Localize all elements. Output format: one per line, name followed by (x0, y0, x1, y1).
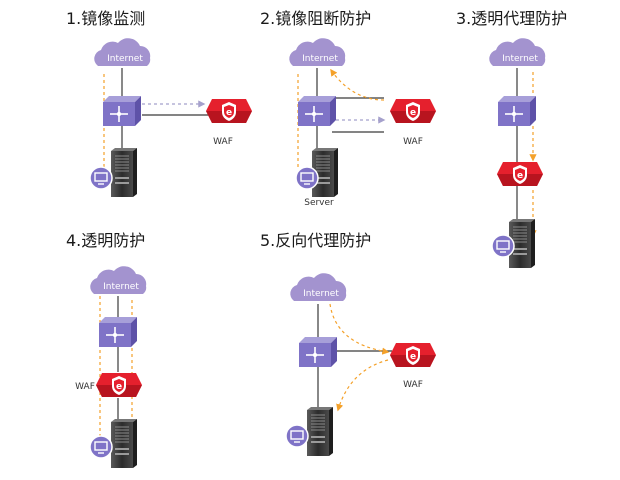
monitor-icon (89, 435, 113, 459)
network-switch-icon (103, 96, 141, 126)
internet-label: Internet (303, 289, 339, 299)
panel-title-transparent-protection: 4.透明防护 (66, 231, 146, 250)
monitor-icon (491, 234, 515, 258)
internet-label: Internet (103, 282, 139, 292)
internet-cloud-icon: Internet (94, 38, 151, 66)
panel-title-transparent-proxy: 3.透明代理防护 (456, 9, 568, 28)
reverse-flow-in (329, 303, 390, 355)
network-switch-icon (99, 317, 137, 347)
server-tower-icon (111, 148, 137, 197)
server-tower-icon (312, 148, 338, 197)
waf-e-glyph: e (116, 382, 122, 392)
waf-label: WAF (403, 137, 423, 147)
waf-shield-icon: e (390, 99, 436, 123)
waf-shield-icon: e (96, 373, 142, 397)
network-switch-icon (299, 337, 337, 367)
monitor-icon (89, 166, 113, 190)
waf-e-glyph: e (410, 352, 416, 362)
waf-label: WAF (75, 382, 95, 392)
internet-label: Internet (302, 54, 338, 64)
waf-e-glyph: e (226, 108, 232, 118)
internet-cloud-icon: Internet (290, 273, 347, 301)
block-flow (330, 68, 385, 101)
waf-e-glyph: e (517, 171, 523, 181)
server-tower-icon (509, 219, 535, 268)
server-label: Server (304, 198, 334, 208)
waf-shield-icon: e (206, 99, 252, 123)
waf-label: WAF (213, 137, 233, 147)
internet-cloud-icon: Internet (489, 38, 546, 66)
panel-title-mirror-monitoring: 1.镜像监测 (66, 9, 146, 28)
waf-e-glyph: e (410, 108, 416, 118)
internet-cloud-icon: Internet (289, 38, 346, 66)
monitor-icon (295, 166, 319, 190)
waf-shield-icon: e (390, 343, 436, 367)
reverse-flow-out (336, 359, 389, 412)
network-switch-icon (498, 96, 536, 126)
internet-label: Internet (107, 54, 143, 64)
server-tower-icon (307, 407, 333, 456)
panel-title-mirror-blocking: 2.镜像阻断防护 (260, 9, 372, 28)
monitor-icon (285, 424, 309, 448)
server-tower-icon (111, 419, 137, 468)
internet-cloud-icon: Internet (90, 266, 147, 294)
waf-label: WAF (403, 380, 423, 390)
waf-shield-icon: e (497, 162, 543, 186)
network-switch-icon (298, 96, 336, 126)
panel-title-reverse-proxy: 5.反向代理防护 (260, 231, 372, 250)
internet-label: Internet (502, 54, 538, 64)
